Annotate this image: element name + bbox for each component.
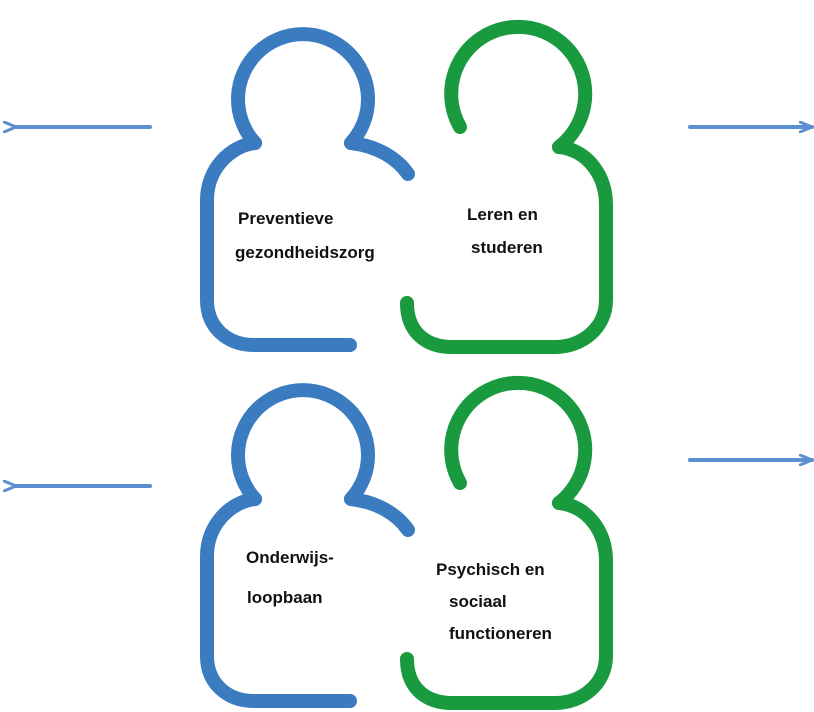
label-psychisch-sociaal-functioneren-line2: sociaal [449,592,507,611]
label-leren-en-studeren-line1: Leren en [467,205,538,224]
label-onderwijs-loopbaan-line2: loopbaan [247,588,323,607]
label-onderwijs-loopbaan-line1: Onderwijs- [246,548,334,567]
person-outline-icon-top-right [400,19,613,354]
person-outline-icon-bottom-left [200,383,415,708]
label-leren-en-studeren-line2: studeren [471,238,543,257]
person-outline-icon-bottom-right [400,375,613,710]
label-preventieve-gezondheidszorg-line2: gezondheidszorg [235,243,375,262]
person-outline-icon-top-left [200,27,415,352]
label-psychisch-sociaal-functioneren-line1: Psychisch en [436,560,545,579]
label-preventieve-gezondheidszorg-line1: Preventieve [238,209,333,228]
label-psychisch-sociaal-functioneren-line3: functioneren [449,624,552,643]
